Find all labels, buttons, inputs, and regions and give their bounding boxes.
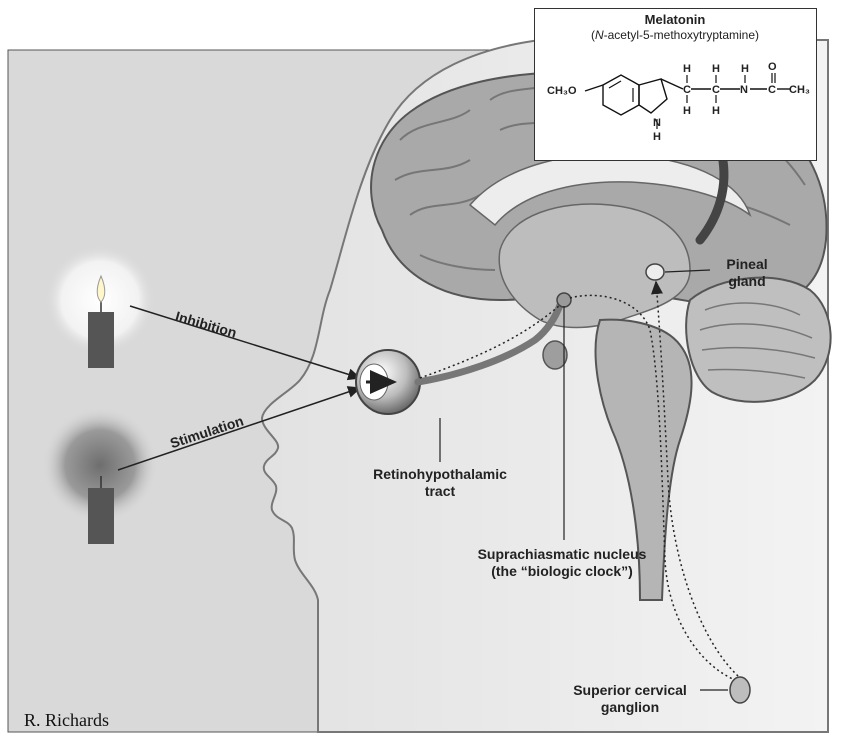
scn-label: Suprachiasmatic nucleus (the “biologic c… [462, 546, 662, 580]
melatonin-subtitle: (N-acetyl-5-methoxytryptamine) [535, 27, 815, 44]
retino-line-1: Retinohypothalamic [360, 466, 520, 483]
melatonin-inset: Melatonin (N-acetyl-5-methoxytryptamine)… [534, 8, 817, 161]
artist-credit: R. Richards [24, 710, 109, 731]
candle-unlit [88, 488, 114, 544]
h-top-2: H [712, 61, 720, 78]
cerebellum [686, 278, 831, 402]
h-bottom-2: H [712, 103, 720, 120]
carbonyl-oxygen: O [768, 59, 777, 76]
ganglion-line-2: ganglion [560, 699, 700, 716]
amide-h: H [741, 61, 749, 78]
retino-line-2: tract [360, 483, 520, 500]
ring-nitrogen-h: H [653, 129, 661, 146]
pineal-line-2: gland [712, 273, 782, 290]
pineal-line-1: Pineal [712, 256, 782, 273]
candle-lit [88, 312, 114, 368]
melatonin-title: Melatonin [535, 11, 815, 28]
pineal-gland [646, 264, 664, 280]
ganglion-label: Superior cervical ganglion [560, 682, 700, 716]
h-top-1: H [683, 61, 691, 78]
ganglion-line-1: Superior cervical [560, 682, 700, 699]
scn-line-1: Suprachiasmatic nucleus [462, 546, 662, 563]
subtitle-rest: -acetyl-5-methoxytryptamine [604, 28, 755, 42]
subtitle-prefix: N [595, 28, 604, 42]
retinohypothalamic-label: Retinohypothalamic tract [360, 466, 520, 500]
scn-line-2: (the “biologic clock”) [462, 563, 662, 580]
amide-nitrogen: N [740, 82, 748, 99]
suprachiasmatic-nucleus [557, 293, 571, 307]
h-bottom-1: H [683, 103, 691, 120]
carbon-2: C [712, 82, 720, 99]
carbonyl-carbon: C [768, 82, 776, 99]
pineal-label: Pineal gland [712, 256, 782, 290]
methyl-group: CH₃ [789, 82, 810, 99]
superior-cervical-ganglion [730, 677, 750, 703]
methoxy-group: CH₃O [547, 83, 577, 100]
carbon-1: C [683, 82, 691, 99]
